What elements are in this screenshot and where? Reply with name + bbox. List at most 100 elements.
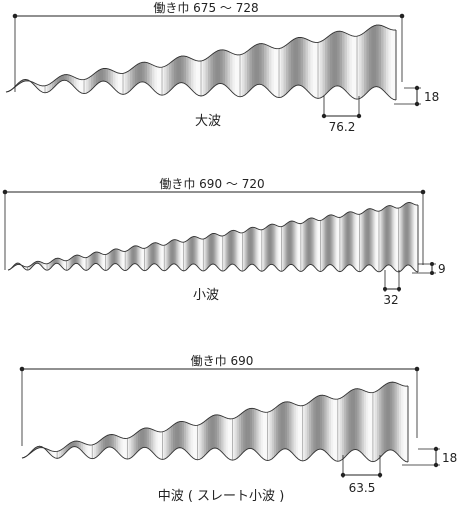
- sheet-strip: [271, 408, 275, 460]
- width-dot-left-large: [12, 13, 18, 19]
- pitch-dot-right-large: [356, 113, 362, 119]
- sheet-strip: [113, 434, 117, 452]
- sheet-strip: [159, 66, 163, 96]
- sheet-strip: [178, 55, 182, 84]
- sheet-strip: [251, 45, 255, 89]
- sheet-strip: [199, 422, 203, 460]
- sheet-strip: [239, 53, 243, 98]
- panel-medium: 働き巾 690 18 63.5 中波 ( スレート小波 ): [19, 354, 457, 504]
- sheet-strip: [322, 38, 326, 98]
- sheet-strip: [249, 46, 253, 92]
- sheet-strip: [216, 414, 220, 451]
- sheet-strip: [155, 430, 159, 459]
- sheet-strip: [169, 61, 173, 93]
- sheet-strip: [215, 50, 219, 86]
- sheet-strip: [208, 54, 212, 93]
- sheet-strip: [242, 52, 246, 97]
- sheet-strip: [86, 77, 90, 94]
- sheet-strip: [383, 383, 387, 455]
- sheet-strip: [74, 440, 78, 448]
- sheet-strip: [212, 414, 216, 449]
- sheet-strip: [373, 24, 377, 88]
- sheet-strip: [186, 56, 190, 88]
- sheet-strip: [227, 50, 231, 91]
- sheet-strip: [258, 409, 262, 458]
- sheet-strip: [176, 56, 180, 85]
- sheet-strip: [371, 25, 375, 89]
- height-label-medium: 18: [442, 451, 457, 465]
- sheet-strip: [148, 427, 152, 452]
- sheet-strip: [333, 398, 336, 462]
- sheet-strip: [317, 394, 321, 450]
- sheet-strip: [276, 48, 280, 98]
- sheet-strip: [348, 390, 352, 454]
- pitch-dot-left-large: [321, 113, 327, 119]
- sheet-strip: [251, 407, 255, 451]
- sheet-strip: [100, 68, 104, 82]
- sheet-strip: [370, 392, 374, 463]
- sheet-strip: [354, 35, 358, 100]
- sheet-strip: [317, 41, 321, 99]
- sheet-strip: [230, 418, 233, 461]
- sheet-strip: [293, 37, 297, 88]
- sheet-strip: [154, 65, 158, 94]
- sheet-strip: [259, 43, 263, 86]
- sheet-strip: [161, 66, 165, 96]
- sheet-strip: [305, 38, 309, 93]
- sheet-strip: [385, 27, 389, 97]
- sheet-strip: [195, 60, 199, 96]
- sheet-strip: [112, 70, 116, 91]
- sheet-strip: [249, 407, 253, 450]
- panel-name-large: 大波: [195, 114, 221, 129]
- sheet-strip: [295, 404, 299, 460]
- sheet-strip: [290, 38, 294, 90]
- sheet-strip: [83, 78, 87, 94]
- sheet-strip: [186, 422, 189, 455]
- sheet-strip: [221, 415, 225, 455]
- sheet-strip: [243, 409, 247, 453]
- sheet-strip: [344, 32, 348, 94]
- sheet-strip: [350, 388, 354, 452]
- sheet-strip: [273, 406, 277, 458]
- sheet-strip: [237, 54, 241, 98]
- height-label-large: 18: [424, 90, 439, 104]
- sheet-strip: [149, 63, 153, 90]
- sheet-strip: [247, 408, 251, 450]
- sheet-strip: [200, 59, 204, 97]
- sheet-strip: [137, 429, 141, 452]
- sheet-strip: [339, 396, 343, 462]
- sheet-strip: [96, 440, 100, 458]
- sheet-strip: [225, 417, 229, 460]
- sheet-strip: [225, 49, 229, 89]
- sheet-strip: [151, 64, 155, 92]
- sheet-strip: [260, 410, 264, 460]
- sheet-strip: [122, 437, 126, 460]
- pitch-label-small: 32: [383, 293, 398, 307]
- sheet-strip: [222, 49, 226, 86]
- sheet-strip: [390, 381, 393, 451]
- sheet-strip: [269, 409, 273, 461]
- sheet-strip: [170, 424, 174, 455]
- sheet-strip: [310, 40, 314, 98]
- sheet-strip: [265, 411, 268, 461]
- pitch-dot-right-small: [397, 287, 401, 291]
- sheet-strip: [134, 63, 138, 87]
- sheet-strip: [210, 415, 214, 451]
- pitch-label-medium: 63.5: [349, 481, 376, 495]
- pitch-dot-left-small: [383, 287, 387, 291]
- sheet-strip: [322, 394, 325, 452]
- sheet-strip: [164, 64, 168, 96]
- sheet-strip: [388, 28, 392, 99]
- sheet-strip: [268, 45, 272, 95]
- sheet-strip: [396, 382, 400, 457]
- panel-name-medium: 中波 ( スレート小波 ): [158, 489, 285, 504]
- sheet-strip: [234, 416, 238, 461]
- sheet-strip: [312, 41, 316, 99]
- sheet-strip: [278, 47, 282, 98]
- sheet-strip: [283, 44, 287, 97]
- sheet-strip: [78, 78, 82, 94]
- sheet-strip: [234, 54, 238, 97]
- sheet-strip: [156, 66, 160, 96]
- panel-large: 働き巾 675 ～ 728 18 76.2 大波: [5, 1, 439, 134]
- sheet-strip: [210, 52, 214, 91]
